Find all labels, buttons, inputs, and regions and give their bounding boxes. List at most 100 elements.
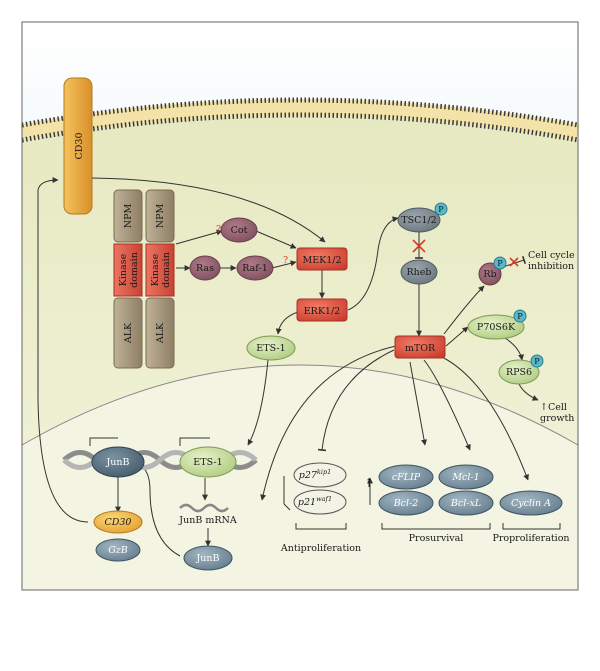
x-mark-rb <box>509 257 519 267</box>
tsc-phospho: P <box>438 205 444 214</box>
p27-label: p27 <box>299 470 318 481</box>
inhibit-mtor-p27 <box>317 349 395 452</box>
rheb-node: Rheb <box>400 259 438 285</box>
gzb-node: GzB <box>95 538 141 562</box>
arrow-mtor-rb <box>443 285 485 335</box>
cell-membrane <box>20 97 580 143</box>
p70s6k-node: P70S6K P <box>467 309 527 340</box>
arrow-mtor-prosurvival-b <box>423 359 471 451</box>
p21-label: p21 <box>298 497 316 508</box>
mek-label: MEK1/2 <box>302 255 341 266</box>
x-mark-tsc <box>412 239 426 253</box>
cot-node: Cot <box>220 217 258 243</box>
alk-right-label: ALK <box>155 322 166 344</box>
gzb-label: GzB <box>108 545 128 556</box>
arrow-cd30gene-receptor <box>37 177 89 523</box>
arrow-alk-cot <box>175 229 223 245</box>
rps6-node: RPS6 P <box>498 354 544 385</box>
ets1-cyto-node: ETS-1 <box>246 335 296 361</box>
npm-left-label: NPM <box>123 204 134 229</box>
npm-alk-left: NPM Kinase domain ALK <box>113 189 143 369</box>
tss-ets1 <box>179 437 210 446</box>
erk-label: ERK1/2 <box>304 306 340 317</box>
prosurvival-label: Prosurvival <box>409 533 464 544</box>
rps6-phospho: P <box>534 357 540 366</box>
arrow-cd30-mek <box>91 177 326 243</box>
antiproliferation-bracket <box>295 523 347 530</box>
kinase-right-line2: domain <box>161 252 172 288</box>
p70s6k-phospho: P <box>517 312 523 321</box>
ras-label: Ras <box>196 263 214 274</box>
arrow-raf-mek <box>271 260 297 269</box>
prosurvival-up-arrow: ↑ <box>364 476 374 490</box>
pathway-arrows <box>37 177 539 557</box>
cd30-gene-node: CD30 <box>93 510 143 534</box>
prosurvival-bracket <box>381 523 491 530</box>
rheb-label: Rheb <box>407 267 432 278</box>
ets1-dna-label: ETS-1 <box>193 457 222 468</box>
arrow-erk-ets1 <box>275 311 299 335</box>
arrow-ets1-nucleus <box>247 359 269 446</box>
kinase-left-line1: Kinase <box>118 253 129 286</box>
arrow-erk-tsc <box>347 216 399 311</box>
tsc-node: TSC1/2 P <box>397 202 448 233</box>
cd30-gene-label: CD30 <box>105 517 132 528</box>
cell-growth-line2: growth <box>540 413 574 424</box>
raf1-label: Raf-1 <box>242 263 267 274</box>
junb-dna-label: JunB <box>105 457 129 468</box>
junb-protein-label: JunB <box>195 553 219 564</box>
ets1-cyto-label: ETS-1 <box>256 343 285 354</box>
cyclina-label: Cyclin A <box>511 498 551 509</box>
p21-node: p21waf1 <box>293 489 347 515</box>
rb-node: Rb P <box>478 256 507 286</box>
p21-superscript: waf1 <box>316 495 332 503</box>
svg-text:p21waf1: p21waf1 <box>298 495 332 508</box>
junb-protein-node: JunB <box>183 545 233 571</box>
mcl1-label: Mcl-1 <box>451 472 479 483</box>
proproliferation-bracket <box>502 523 561 530</box>
cot-label: Cot <box>231 225 248 236</box>
cyclina-node: Cyclin A <box>499 490 563 516</box>
raf1-node: Raf-1 <box>236 255 274 281</box>
antiproliferation-label: Antiproliferation <box>280 543 361 554</box>
kinase-right-line1: Kinase <box>150 253 161 286</box>
erk-node: ERK1/2 <box>296 298 348 322</box>
ets1-dna-node: ETS-1 <box>179 446 237 478</box>
p70s6k-label: P70S6K <box>477 322 516 333</box>
rb-label: Rb <box>483 269 496 280</box>
arrow-mtor-prosurvival-a <box>409 361 427 446</box>
junb-mrna-label: JunB mRNA <box>178 515 237 526</box>
tsc-label: TSC1/2 <box>401 215 436 226</box>
kinase-left-line2: domain <box>129 252 140 288</box>
cd30-receptor: CD30 <box>63 77 93 215</box>
bclxl-label: Bcl-xL <box>450 498 481 509</box>
bcl2-label: Bcl-2 <box>393 498 419 509</box>
unknown-mark-cot: ? <box>216 224 221 235</box>
cell-cycle-line1: Cell cycle <box>528 250 575 261</box>
arrow-p70-rps6 <box>504 337 525 361</box>
p27-node: p27kip1 <box>293 462 347 488</box>
cell-cycle-line2: inhibition <box>528 261 574 272</box>
npm-alk-right: NPM Kinase domain ALK <box>145 189 175 369</box>
mtor-node: mTOR <box>394 335 446 359</box>
bracket-left-tick <box>283 503 291 511</box>
arrow-cot-mek <box>255 230 297 249</box>
mrna-strand <box>179 503 229 513</box>
ras-node: Ras <box>189 255 221 281</box>
cflip-node: cFLIP <box>378 464 434 490</box>
bclxl-node: Bcl-xL <box>438 490 494 516</box>
rps6-label: RPS6 <box>506 367 532 378</box>
frame <box>21 21 579 591</box>
tss-junb <box>89 437 118 446</box>
proproliferation-label: Proproliferation <box>492 533 569 544</box>
junb-dna-node: JunB <box>91 446 145 478</box>
mek-node: MEK1/2 <box>296 247 348 271</box>
bcl2-node: Bcl-2 <box>378 490 434 516</box>
arrow-mtor-cyclina <box>439 355 529 481</box>
cflip-label: cFLIP <box>392 472 421 483</box>
mtor-label: mTOR <box>405 343 436 354</box>
arrow-mtor-junb-mrna <box>260 345 397 501</box>
p27-superscript: kip1 <box>317 468 331 476</box>
cd30-receptor-label: CD30 <box>74 133 85 160</box>
